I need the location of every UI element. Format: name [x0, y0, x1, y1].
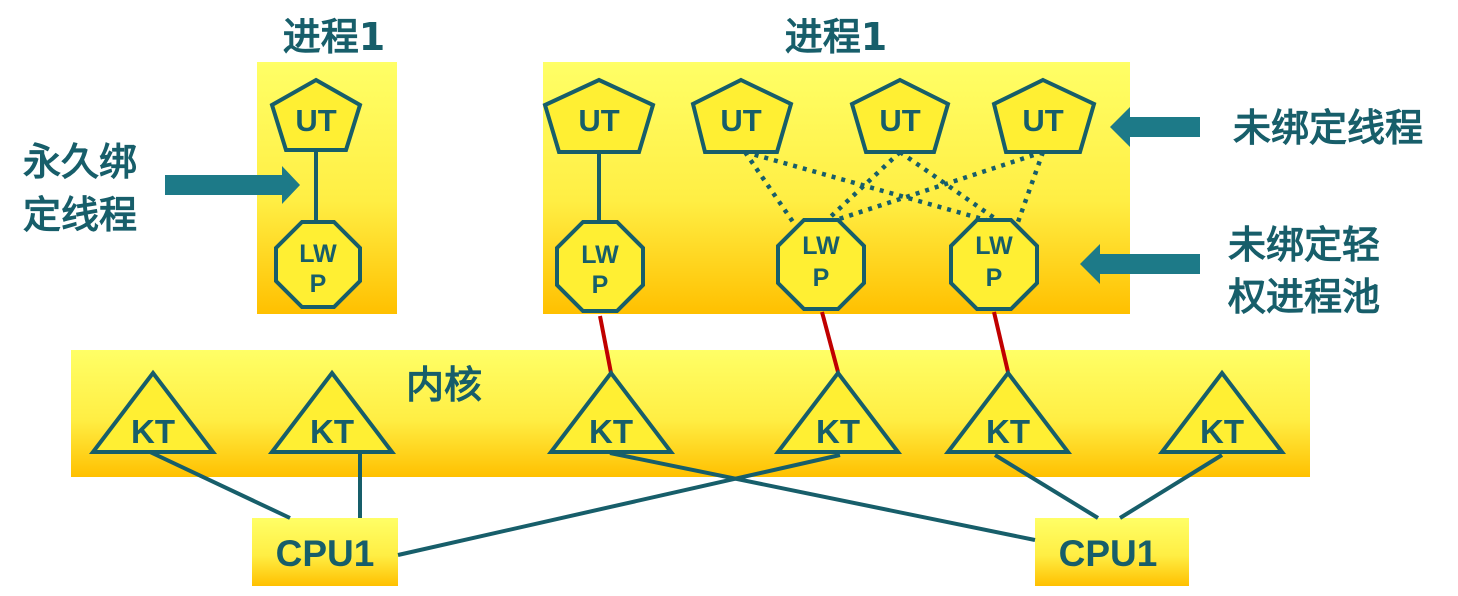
- lwp-kt-link: [820, 311, 840, 373]
- kt-cpu-link: [1118, 453, 1224, 520]
- svg-text:UT: UT: [578, 103, 619, 138]
- ut-node: UT: [269, 77, 363, 152]
- kt-cpu-link: [149, 450, 291, 520]
- kt-node: KT: [546, 369, 676, 454]
- kt-node: KT: [943, 369, 1073, 454]
- unbound-link: [898, 150, 1002, 224]
- lwp-kt-link: [598, 315, 613, 374]
- unbound-link: [829, 149, 1044, 225]
- kt-node: KT: [267, 369, 397, 454]
- svg-text:UT: UT: [1022, 103, 1063, 138]
- kt-cpu-link: [609, 451, 1036, 542]
- ut-node: UT: [690, 77, 794, 154]
- kt-node: KT: [88, 369, 218, 454]
- kernel-box: [71, 350, 1310, 477]
- ut-node: UT: [849, 77, 951, 154]
- kt-cpu-link: [993, 453, 1100, 520]
- left-process-title: 进程1: [283, 15, 385, 59]
- lwp-pool-label-line1: 未绑定轻: [1228, 223, 1380, 267]
- svg-text:LW: LW: [299, 240, 337, 268]
- lwp-node: LW P: [274, 220, 362, 309]
- lwp-node: LW P: [776, 218, 866, 311]
- lwp-node: LW P: [555, 220, 645, 313]
- svg-text:KT: KT: [589, 413, 633, 450]
- svg-text:P: P: [986, 264, 1003, 292]
- cpu-left-label: CPU1: [276, 533, 375, 574]
- svg-text:LW: LW: [975, 232, 1013, 260]
- right-process-title: 进程1: [785, 15, 887, 59]
- svg-text:UT: UT: [879, 103, 920, 138]
- svg-text:KT: KT: [1200, 413, 1244, 450]
- kernel-label: 内核: [406, 363, 482, 407]
- svg-text:P: P: [310, 270, 327, 298]
- ut-node: UT: [542, 77, 656, 154]
- unbound-link: [744, 149, 994, 225]
- unbound-link: [1015, 151, 1046, 223]
- cpu-right-label: CPU1: [1059, 533, 1158, 574]
- svg-text:P: P: [592, 271, 609, 299]
- svg-text:P: P: [813, 264, 830, 292]
- lwp-pool-label-line2: 权进程池: [1227, 275, 1380, 319]
- svg-text:KT: KT: [816, 413, 860, 450]
- svg-text:UT: UT: [720, 103, 761, 138]
- unbound-link: [823, 150, 902, 224]
- bound-thread-label-line1: 永久绑: [23, 140, 137, 184]
- svg-text:LW: LW: [802, 232, 840, 260]
- arrow-left-icon: [1080, 244, 1200, 284]
- svg-text:KT: KT: [131, 413, 175, 450]
- lwp-node: LW P: [949, 218, 1039, 311]
- cpu-right-box: [1035, 518, 1189, 586]
- unbound-thread-label: 未绑定线程: [1233, 106, 1423, 150]
- unbound-link: [743, 150, 795, 224]
- arrow-left-icon: [1110, 107, 1200, 147]
- kt-cpu-link: [397, 453, 841, 557]
- svg-text:LW: LW: [581, 241, 619, 269]
- ut-node: UT: [991, 77, 1097, 154]
- svg-text:UT: UT: [295, 103, 336, 138]
- svg-text:KT: KT: [986, 413, 1030, 450]
- cpu-left-box: [252, 518, 398, 586]
- arrow-right-icon: [165, 166, 300, 204]
- bound-thread-label-line2: 定线程: [23, 193, 137, 237]
- kt-node: KT: [773, 369, 903, 454]
- kt-node: KT: [1157, 369, 1287, 454]
- svg-text:KT: KT: [310, 413, 354, 450]
- lwp-kt-link: [992, 311, 1010, 373]
